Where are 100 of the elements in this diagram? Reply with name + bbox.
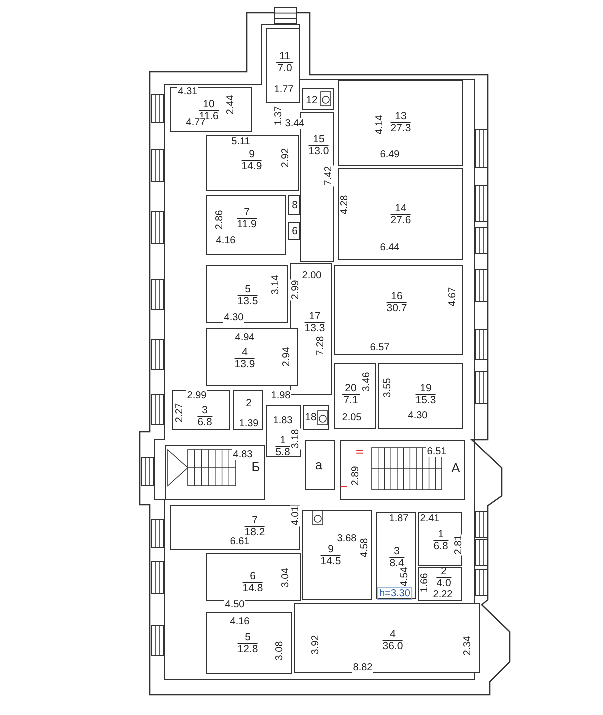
dimension-label: 7.42 [324, 165, 334, 187]
section-mark-label: II [356, 448, 366, 456]
dimension-label: 1.87 [388, 514, 410, 524]
dimension-label: 4.83 [232, 450, 254, 460]
dimension-label: 4.31 [177, 86, 199, 98]
dimension-label: 2.81 [454, 534, 464, 556]
room-area: 7.0 [276, 64, 294, 74]
dimension-label: 1.83 [272, 416, 294, 426]
room-area: 14.9 [242, 162, 262, 172]
room-number: 2 [436, 566, 452, 578]
dimension-label: 3.08 [274, 640, 286, 662]
room-area: 13.0 [308, 146, 330, 158]
room [288, 222, 300, 240]
dimension-label: 2.00 [301, 270, 323, 282]
room-number: 4 [234, 348, 256, 360]
dimension-label: 4.30 [407, 410, 429, 422]
dimension-label: 1.39 [238, 418, 260, 430]
dimension-label: 4.16 [215, 236, 237, 246]
room-number: 20 [342, 384, 360, 396]
room-number: 8 [292, 200, 298, 212]
dimension-label: 2.92 [280, 147, 292, 169]
stairwell-letter: А [452, 460, 460, 476]
room [266, 28, 300, 103]
dimension-label: 2.89 [350, 465, 362, 487]
dimension-label: 3.04 [280, 567, 292, 589]
stairwell [340, 440, 465, 500]
room-area: 13.9 [234, 360, 256, 370]
room-number: 3 [390, 546, 404, 558]
room-area: 14.5 [320, 556, 342, 568]
room-area: 27.6 [390, 216, 412, 226]
room-number: 1 [434, 530, 448, 542]
room-number: 13 [390, 112, 412, 124]
room-area: 7.1 [342, 396, 360, 406]
room-number: 2 [246, 398, 252, 410]
dimension-label: 2.86 [214, 209, 226, 231]
room-number: 5 [238, 284, 258, 296]
ceiling-height-label: h=3.30 [378, 588, 412, 600]
dimension-label: 5.11 [230, 136, 252, 148]
dimension-label: 6.44 [379, 242, 401, 254]
dimension-label: 4.67 [448, 286, 458, 308]
dimension-label: 3.18 [290, 428, 302, 450]
dimension-label: 3.14 [270, 274, 282, 296]
dimension-label: 1.37 [274, 105, 284, 127]
room [302, 510, 372, 600]
room-number: 6 [242, 572, 264, 584]
room-number: 17 [304, 312, 326, 324]
dimension-label: 4.54 [400, 566, 410, 588]
dimension-label: 8.82 [352, 662, 374, 674]
stairwell-letter: Б [252, 460, 260, 474]
dimension-label: 7.28 [316, 335, 326, 357]
room [338, 168, 463, 260]
dimension-label: 1.77 [273, 84, 295, 96]
dimension-label: 4.14 [374, 114, 386, 136]
dimension-label: 2.41 [419, 514, 441, 524]
room [378, 363, 463, 429]
dimension-label: 6.57 [369, 342, 391, 354]
room-number: 11 [276, 52, 294, 64]
dimension-label: 1.98 [270, 390, 292, 402]
section-mark-label: I [340, 484, 350, 490]
dimension-label: 3.55 [382, 377, 394, 399]
dimension-label: 2.05 [341, 412, 363, 424]
dimension-label: 2.27 [174, 402, 186, 424]
room-area: 5.8 [276, 448, 290, 458]
dimension-label: 4.28 [340, 194, 350, 216]
room [206, 328, 298, 386]
room-number: 19 [416, 384, 436, 396]
room-area: 14.8 [242, 584, 264, 594]
room-area: 6.8 [198, 418, 212, 428]
dimension-label: 2.44 [226, 94, 236, 116]
dimension-label: 2.22 [432, 590, 454, 600]
room-number: 9 [242, 150, 262, 162]
room-number: 5 [238, 632, 258, 644]
room [170, 505, 300, 550]
dimension-label: 4.58 [360, 537, 370, 559]
room-number: 15 [308, 134, 330, 146]
room [206, 135, 299, 191]
room-area: 27.3 [390, 124, 412, 134]
dimension-label: 4.16 [229, 616, 251, 628]
room-area: 15.3 [416, 396, 436, 406]
room-area: 30.7 [386, 304, 408, 314]
room-number: 10 [199, 100, 219, 112]
dimension-label: 4.77 [185, 118, 207, 128]
room-area: 36.0 [382, 642, 404, 652]
room-area: 6.8 [434, 542, 448, 552]
room-number: 4 [382, 630, 404, 642]
room-number: 12 [306, 94, 318, 106]
room-area: 18.2 [244, 528, 266, 538]
dimension-label: 2.99 [186, 390, 208, 402]
dimension-label: 4.01 [290, 505, 302, 527]
room-number: 7 [244, 516, 266, 528]
stairwell [165, 445, 265, 500]
dimension-label: 2.94 [282, 346, 292, 368]
dimension-label: 2.99 [290, 279, 302, 301]
room-area: 4.0 [436, 578, 452, 590]
stairwell-letter: а [315, 458, 323, 472]
room-number: 18 [305, 412, 317, 424]
stairwell [305, 440, 335, 490]
room-number: 3 [198, 406, 212, 418]
dimension-label: 6.49 [379, 150, 401, 160]
dimension-label: 6.61 [229, 536, 251, 548]
